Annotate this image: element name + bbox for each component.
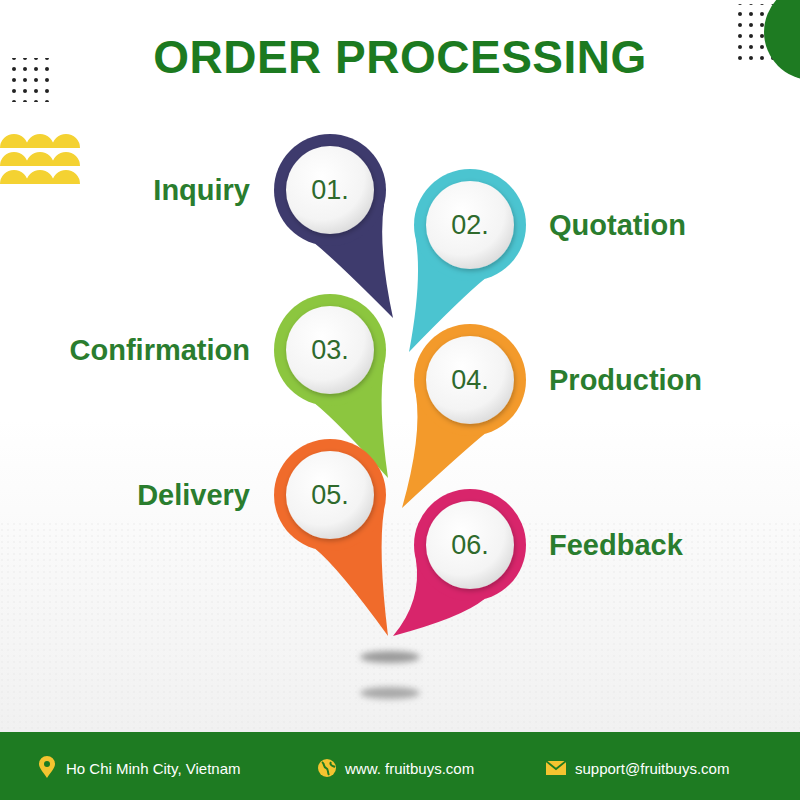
step-number: 01. [311,175,349,206]
pin-ring [414,324,526,436]
pin-face [286,451,374,539]
ground-texture [0,520,800,732]
step-label: Inquiry [153,174,250,207]
step-number: 05. [311,480,349,511]
step-number: 03. [311,335,349,366]
step-label: Confirmation [70,334,250,367]
pin-face [286,306,374,394]
globe-icon [318,759,336,777]
footer-text: Ho Chi Minh City, Vietnam [66,760,241,777]
step-pin: 04.Production [412,322,528,438]
step-label: Quotation [549,209,686,242]
pin-face [426,181,514,269]
pin-ring [274,294,386,406]
title: ORDER PROCESSING [0,30,800,84]
footer-text: www. fruitbuys.com [345,760,474,777]
pin-ring [274,439,386,551]
pin-ring [274,134,386,246]
pin-ring [414,489,526,601]
scallop-decoration [0,134,80,184]
mail-icon [546,761,566,775]
pin-face [426,336,514,424]
pin-face [286,146,374,234]
step-pin: Delivery05. [272,437,388,553]
footer-text: support@fruitbuys.com [575,760,729,777]
step-pin: 02.Quotation [412,167,528,283]
step-number: 06. [451,530,489,561]
step-label: Feedback [549,529,683,562]
corner-circle [764,0,800,80]
location-icon [39,756,55,778]
ground [0,420,800,732]
pin-ring [414,169,526,281]
dot-grid [8,58,52,102]
shadow [360,651,420,663]
step-pin: Confirmation03. [272,292,388,408]
shadow [360,687,420,699]
step-number: 02. [451,210,489,241]
step-number: 04. [451,365,489,396]
step-label: Delivery [137,479,250,512]
step-pin: Inquiry01. [272,132,388,248]
footer-band [0,732,800,800]
step-pin: 06.Feedback [412,487,528,603]
pin-face [426,501,514,589]
step-label: Production [549,364,702,397]
